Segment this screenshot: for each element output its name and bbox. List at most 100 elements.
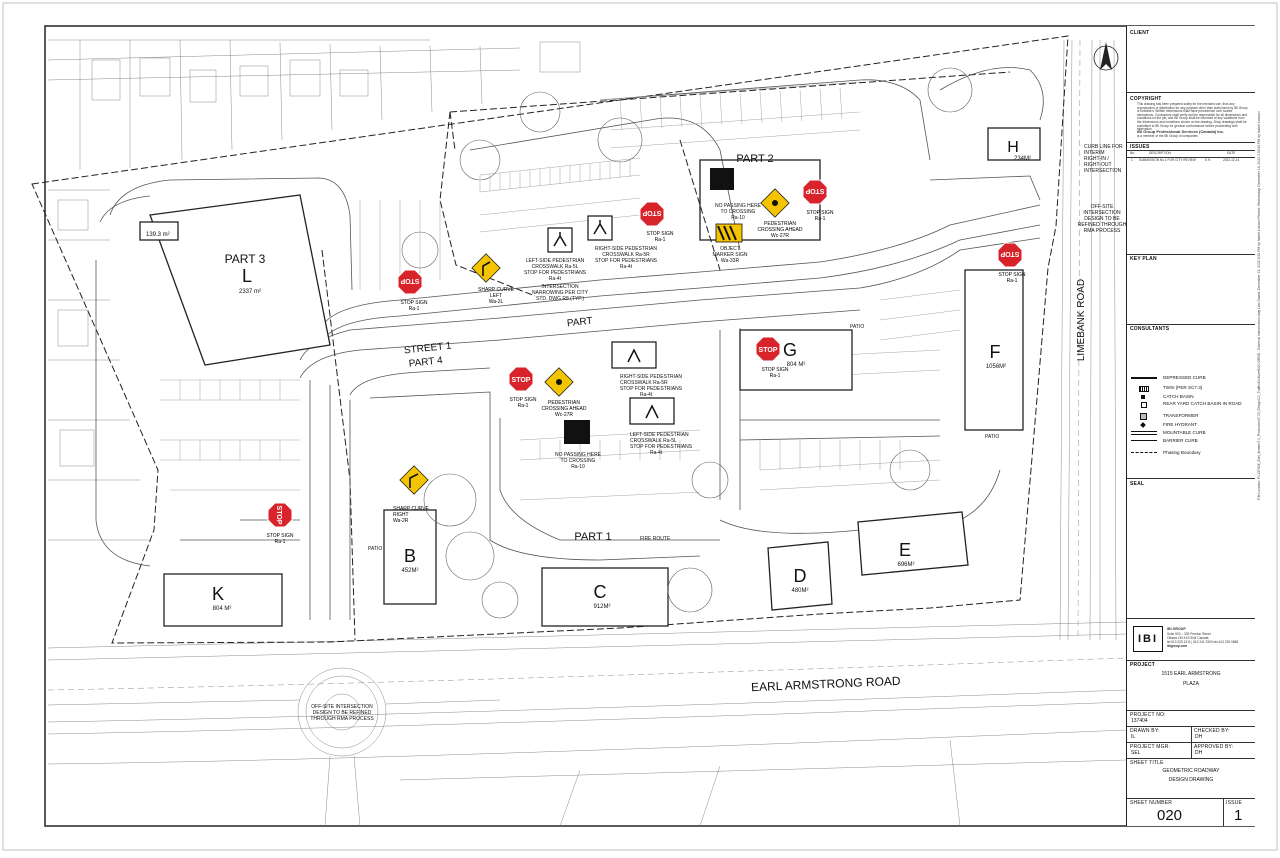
background-linework [47, 39, 1127, 827]
stop-sign-code: Ra-1 [275, 539, 286, 545]
sheet-title-line-1: GEOMETRIC ROADWAY [1162, 768, 1220, 774]
divider [1223, 798, 1224, 826]
callout-line: SHARP CURVE [478, 287, 515, 293]
address-2: Ottawa ON K1S 5N4 Canada [1167, 636, 1209, 640]
north-arrow [1093, 42, 1119, 71]
issues-col-date: DATE [1227, 151, 1236, 155]
client-label: CLIENT [1130, 30, 1150, 36]
project-mgr: SEL [1131, 750, 1141, 756]
building-b-area: 452M² [401, 568, 418, 574]
stop-sign-face: STOP [512, 377, 531, 384]
stop-sign-6: STOP STOP SIGN Ra-1 [508, 366, 537, 409]
building-h-letter: H [1007, 139, 1019, 156]
building-c-area: 912M² [593, 604, 610, 610]
stop-sign-face: STOP [642, 209, 661, 216]
callout-line: DESIGN TO BE [1084, 216, 1120, 222]
callout-line: LEFT-SIDE PEDESTRIAN [526, 258, 585, 264]
stop-sign-4: STOP STOP SIGN Ra-1 [997, 242, 1026, 284]
stop-sign-code: Ra-1 [518, 403, 529, 409]
sheet-title-line-2: DESIGN DRAWING [1168, 777, 1214, 783]
building-l-letter: L [242, 266, 252, 286]
stop-sign-face: STOP [805, 187, 824, 194]
building-d-area: 480M² [791, 588, 808, 594]
stop-sign-7: STOP STOP SIGN Ra-1 [266, 502, 294, 545]
issue-row-no: 1 [1131, 158, 1133, 162]
stop-sign-label: STOP SIGN [646, 231, 673, 237]
legend-label: TWSI (PER SC7.3) [1163, 385, 1203, 390]
issue-label: ISSUE [1226, 800, 1243, 806]
callout-text: LEFT-SIDE PEDESTRIAN CROSSWALK Ra-5L STO… [310, 144, 1126, 722]
legend-symbol-single [1131, 438, 1157, 444]
callout-line: INTERSECTION [1083, 210, 1121, 216]
callout-line: REFINED THROUGH [1078, 222, 1127, 228]
building-h-area: 234M² [1014, 156, 1031, 162]
building-l-annex-area: 139.3 m² [146, 232, 170, 238]
ped-crossing-ahead-sign-south: PEDESTRIAN CROSSING AHEAD Wc-27R [541, 367, 587, 418]
building-h [987, 127, 1041, 161]
issues-label: ISSUES [1130, 144, 1150, 150]
issue-row-description: SUBMISSION No.1 FOR CITY REVIEW [1139, 158, 1196, 162]
stop-sign-code: Ra-1 [1007, 278, 1018, 284]
building-l-area: 2337 m² [239, 289, 261, 295]
plot-stamp: File Location: P:\137404_Earl_Armstr\7.0… [1257, 111, 1261, 500]
building-outlines [139, 127, 1041, 627]
project-line-2: PLAZA [1183, 681, 1199, 687]
callout-line: INTERSECTION [541, 284, 579, 290]
legend-symbol-square [1131, 394, 1157, 400]
stop-sign-label: STOP SIGN [509, 397, 536, 403]
drawn-by-label: DRAWN BY: [1130, 728, 1160, 734]
issue-row-date: 2022-12-14 [1223, 158, 1240, 162]
legend-label: TRANSFORMER [1163, 413, 1199, 418]
stop-sign-code: Ra-1 [770, 373, 781, 379]
legend-label: DEPRESSED CURB [1163, 375, 1206, 380]
building-labels: PART 3 L 2337 m² 139.3 m² H 234M² G 804 … [146, 139, 1031, 612]
legend-label: REAR YARD CATCH BASIN IN ROAD [1163, 401, 1242, 406]
project-line-1: 1515 EARL ARMSTRONG [1161, 671, 1221, 677]
consultants-label: CONSULTANTS [1130, 326, 1170, 332]
project-no: 137404 [1131, 718, 1148, 724]
legend-label: Phasing Boundary [1163, 450, 1201, 455]
legend-symbol-depressed [1131, 375, 1157, 381]
callout-line: LEFT-SIDE PEDESTRIAN [630, 432, 689, 438]
callout-line: STOP FOR PEDESTRIANS [620, 386, 683, 392]
address-3: tel 613 225 1311 | 613 241 3300 fax 613 … [1167, 640, 1239, 644]
callout-line: CURB LINE FOR [1084, 144, 1123, 150]
black-warning-plaques [564, 168, 743, 444]
stop-sign-face: STOP [759, 347, 778, 354]
issues-row-rule [1127, 157, 1255, 158]
ibi-logo: IBI [1133, 626, 1163, 652]
callout-line: STOP FOR PEDESTRIANS [595, 258, 658, 264]
legend-label: FIRE HYDRANT [1163, 422, 1197, 427]
building-c-letter: C [594, 582, 607, 602]
callout-line: Wa-33R [721, 258, 740, 264]
building-e-letter: E [899, 540, 911, 560]
building-d [767, 541, 833, 611]
title-block: CLIENT COPYRIGHT This drawing has been p… [1126, 26, 1255, 826]
copyright-text: This drawing has been prepared solely fo… [1137, 102, 1248, 132]
building-b [383, 509, 437, 605]
building-l-part: PART 3 [225, 252, 266, 266]
building-k-letter: K [212, 584, 224, 604]
street-1-label: STREET 1 [403, 341, 452, 357]
project-mgr-section [1127, 742, 1255, 743]
callout-line: CROSSWALK Ra-5L [532, 264, 579, 270]
drawn-by: IL [1131, 734, 1136, 740]
ped-crosswalk-signs [547, 215, 675, 425]
callout-line: NO PASSING HERE [715, 203, 762, 209]
part-4-label: PART 4 [408, 355, 443, 370]
callout-line: STD. DWG R8 (TYP.) [536, 296, 584, 302]
issues-header-rule [1127, 150, 1255, 151]
callout-line: NO PASSING HERE [555, 452, 602, 458]
patio-label-b: PATIO [368, 546, 382, 552]
stop-sign-face: STOP [1000, 250, 1019, 257]
building-g-area: 804 M² [787, 362, 806, 368]
seal-section [1127, 478, 1255, 479]
phasing-boundary [31, 35, 1069, 644]
sheet-title-section [1127, 758, 1255, 759]
callout-line: CROSSING AHEAD [757, 227, 802, 233]
project-no-label: PROJECT NO: [1130, 712, 1166, 718]
checked-by: DH [1195, 734, 1203, 740]
